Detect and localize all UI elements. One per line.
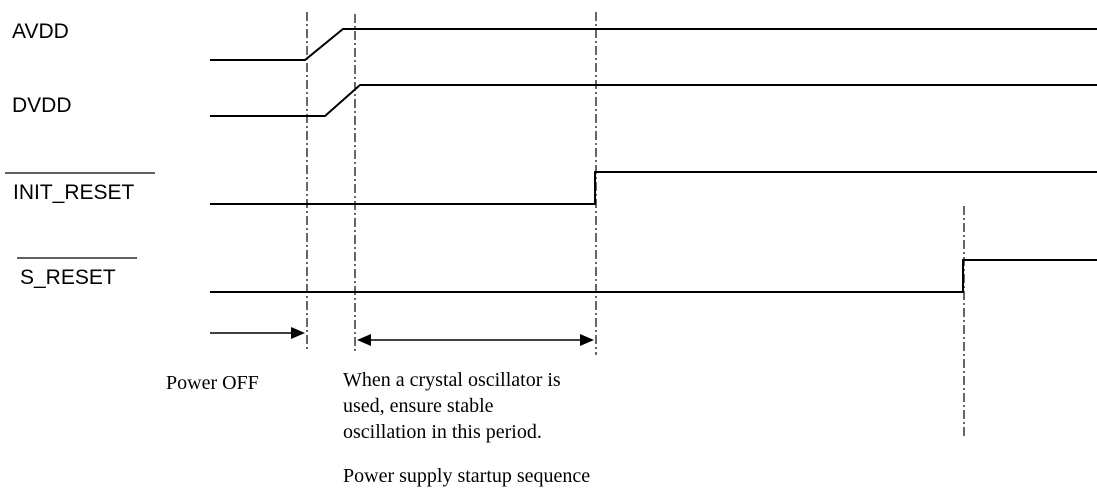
oscillator-note-line-2: used, ensure stable: [343, 395, 494, 417]
power-off-note: Power OFF: [166, 372, 259, 394]
power-off-arrowhead: [291, 327, 305, 339]
signal-label-init-reset: INIT_RESET: [13, 181, 135, 204]
oscillator-period-arrowhead-right: [580, 334, 594, 346]
dvdd-waveform: [210, 84, 1097, 117]
avdd-waveform: [210, 28, 1097, 61]
oscillator-period-arrowhead-left: [357, 334, 371, 346]
s-reset-waveform: [210, 259, 1097, 293]
oscillator-note-line-3: oscillation in this period.: [343, 421, 542, 443]
signal-label-avdd: AVDD: [12, 20, 69, 43]
signal-label-dvdd: DVDD: [12, 94, 72, 117]
diagram-caption: Power supply startup sequence: [343, 465, 590, 487]
init-reset-waveform: [210, 171, 1097, 205]
oscillator-note-line-1: When a crystal oscillator is: [343, 369, 561, 391]
signal-label-s-reset: S_RESET: [20, 266, 116, 289]
power-off-note-overflow: F: [166, 395, 177, 417]
